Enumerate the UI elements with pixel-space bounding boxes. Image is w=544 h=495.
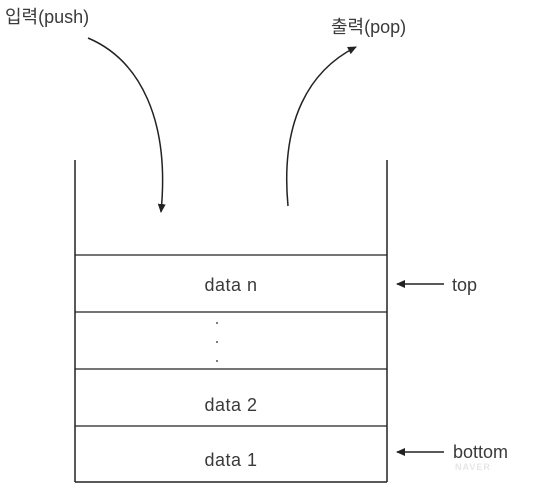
dot [216,322,218,324]
stack-cell-label: data 1 [204,450,258,470]
top-label: top [452,275,478,295]
dot [216,341,218,343]
naver-watermark: NAVER [455,462,491,472]
push-label: 입력(push) [5,7,90,27]
dot [216,360,218,362]
stack-cell-label: data 2 [204,395,258,415]
bottom-label: bottom [453,442,509,462]
pop-arrow [286,46,357,207]
pop-label: 출력(pop) [331,17,407,37]
ellipsis-dots [212,322,222,362]
stack-cell-label: data n [204,275,258,295]
push-arrow [87,37,166,213]
